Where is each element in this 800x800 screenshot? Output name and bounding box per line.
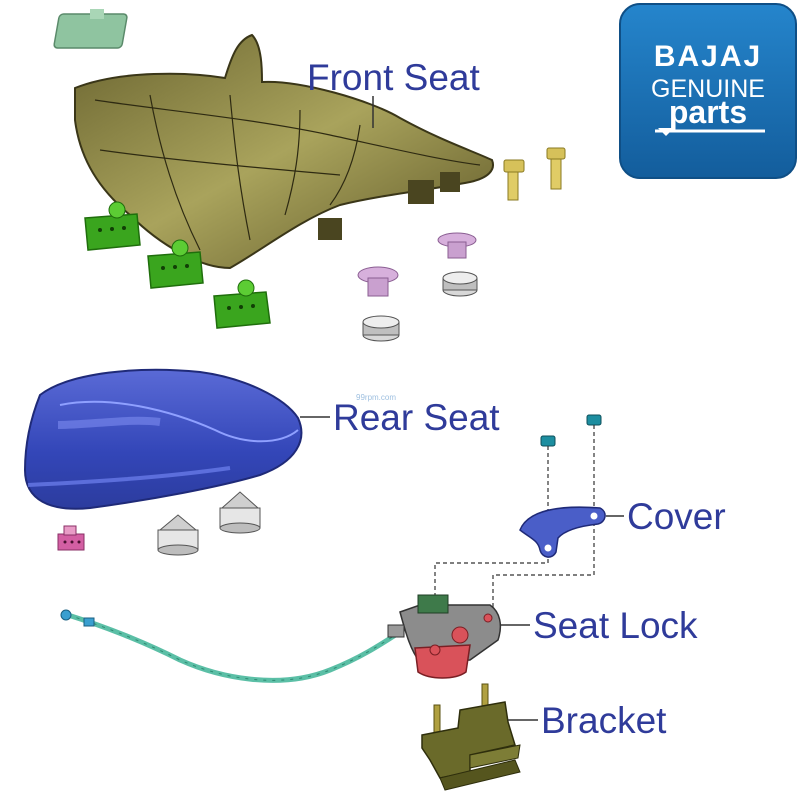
bracket-label: Bracket xyxy=(541,700,667,741)
cover-part xyxy=(520,507,605,557)
rear-seat-label: Rear Seat xyxy=(333,397,500,438)
rubber-clip-part xyxy=(214,280,270,328)
rubber-bumper-part xyxy=(220,492,260,533)
cover-nut-part xyxy=(587,415,601,425)
grommet-part xyxy=(358,267,398,296)
seat-lock-label: Seat Lock xyxy=(533,605,698,646)
logo-parts-text: parts xyxy=(669,94,747,130)
grommet-part xyxy=(438,233,476,258)
front-seat-label: Front Seat xyxy=(307,57,480,98)
bolt-part xyxy=(504,160,524,200)
seat-lock-cable-part xyxy=(61,610,400,680)
bracket-part xyxy=(422,684,520,790)
logo-brand-text: BAJAJ xyxy=(654,40,762,73)
rubber-bumper-part xyxy=(158,515,198,555)
cover-nut-part xyxy=(541,436,555,446)
cover-label: Cover xyxy=(627,496,726,537)
spacer-part xyxy=(443,272,477,296)
bajaj-genuine-parts-logo: BAJAJ GENUINE parts xyxy=(620,4,796,178)
rear-seat-part xyxy=(25,370,301,509)
seat-lock-part xyxy=(388,595,500,678)
seat-tab-clip-part xyxy=(54,9,128,48)
pink-clip-part xyxy=(58,526,84,550)
bolt-part xyxy=(547,148,565,189)
spacer-part xyxy=(363,316,399,341)
